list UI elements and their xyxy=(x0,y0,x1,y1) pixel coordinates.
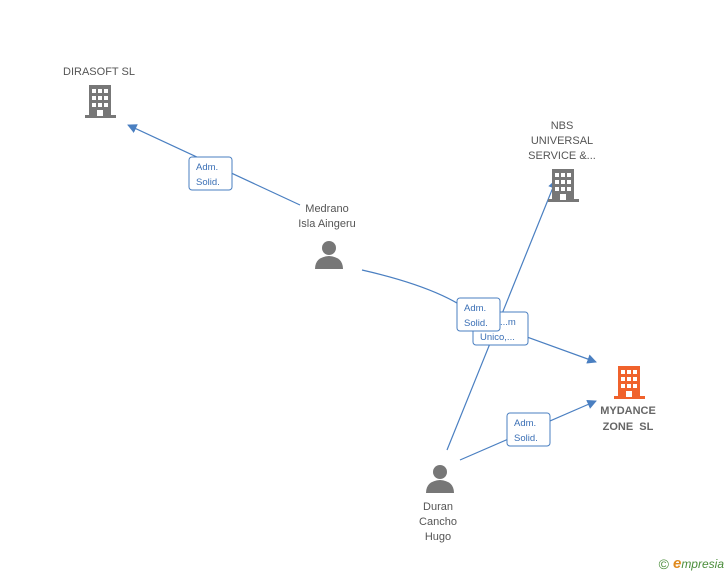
brand-footer: © empresia xyxy=(659,555,724,572)
node-label-line-2: ZONE SL xyxy=(603,421,654,433)
node-label-line-2: Isla Aingeru xyxy=(298,218,355,230)
node-nbs[interactable]: NBS UNIVERSAL SERVICE &... xyxy=(528,120,596,202)
node-label-line-3: Hugo xyxy=(425,531,451,543)
node-medrano[interactable]: Medrano Isla Aingeru xyxy=(298,203,356,269)
node-label-line-2: Cancho xyxy=(419,516,457,528)
badge-line-1: Adm. xyxy=(196,162,218,173)
badge-duran-mydance[interactable]: Adm. Solid. xyxy=(506,412,551,447)
badge-line-2: Solid. xyxy=(464,318,488,329)
node-label-line-2: UNIVERSAL xyxy=(531,135,593,147)
building-icon xyxy=(85,85,116,118)
badge-line-1: Adm. xyxy=(514,418,536,429)
badge-medrano-mydance[interactable]: Adm. Solid. xyxy=(456,297,501,332)
badge-medrano-dirasoft[interactable]: Adm. Solid. xyxy=(188,156,233,191)
person-icon xyxy=(426,465,454,493)
node-label: DIRASOFT SL xyxy=(63,66,135,78)
badge-line-2: Unico,... xyxy=(480,332,515,343)
person-icon xyxy=(315,241,343,269)
badge-line-1: ...m xyxy=(500,317,516,328)
badge-line-1: Adm. xyxy=(464,303,486,314)
node-dirasoft[interactable]: DIRASOFT SL xyxy=(63,66,135,118)
node-label-line-1: MYDANCE xyxy=(600,405,656,417)
node-mydance[interactable]: MYDANCE ZONE SL xyxy=(600,366,656,433)
node-label-line-1: NBS xyxy=(551,120,574,132)
node-duran[interactable]: Duran Cancho Hugo xyxy=(419,465,457,543)
building-icon xyxy=(548,169,579,202)
copyright-symbol: © xyxy=(658,555,669,572)
badge-line-2: Solid. xyxy=(196,177,220,188)
node-label-line-1: Duran xyxy=(423,501,453,513)
node-label-line-3: SERVICE &... xyxy=(528,150,596,162)
brand-logo[interactable]: empresia xyxy=(672,555,724,572)
badge-line-2: Solid. xyxy=(514,433,538,444)
building-icon xyxy=(614,366,645,399)
node-label-line-1: Medrano xyxy=(305,203,348,215)
